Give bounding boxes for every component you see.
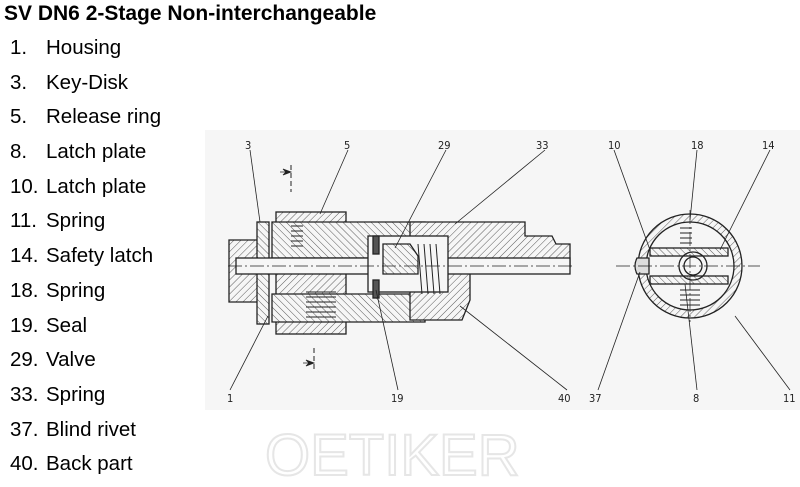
part-label: Latch plate bbox=[46, 140, 147, 164]
list-item: 37. Blind rivet bbox=[10, 418, 161, 453]
part-number: 37. bbox=[10, 417, 39, 441]
end-section-view bbox=[616, 210, 760, 322]
part-label: Blind rivet bbox=[46, 417, 137, 441]
list-item: 40. Back part bbox=[10, 452, 161, 487]
part-number: 29. bbox=[10, 348, 39, 372]
part-number: 10. bbox=[10, 174, 39, 198]
callout-label: 14 bbox=[762, 139, 775, 152]
part-number: 1. bbox=[10, 36, 28, 59]
part-number: 5. bbox=[10, 105, 28, 129]
part-label: Valve bbox=[46, 348, 96, 372]
list-item: 1. Housing bbox=[10, 36, 161, 71]
list-item: 19. Seal bbox=[10, 314, 161, 349]
callout-label: 10 bbox=[608, 139, 621, 152]
part-label: Release ring bbox=[46, 105, 162, 129]
part-number: 3. bbox=[10, 70, 28, 94]
list-item: 5. Release ring bbox=[10, 105, 161, 140]
list-item: 18. Spring bbox=[10, 279, 161, 314]
part-label: Seal bbox=[46, 313, 88, 337]
part-number: 33. bbox=[10, 382, 39, 406]
part-number: 18. bbox=[10, 278, 39, 302]
part-label: Back part bbox=[46, 452, 133, 476]
list-item: 11. Spring bbox=[10, 209, 161, 244]
part-number: 8. bbox=[10, 140, 28, 164]
list-item: 3. Key-Disk bbox=[10, 71, 161, 106]
side-section-view bbox=[228, 211, 571, 335]
callout-label: 5 bbox=[344, 139, 350, 152]
leader-lines bbox=[229, 149, 791, 391]
parts-list: 1. Housing 3. Key-Disk 5. Release ring 8. La… bbox=[10, 36, 161, 487]
part-number: 19. bbox=[10, 313, 39, 337]
callout-label: 37 bbox=[589, 392, 602, 405]
list-item: 14. Safety latch bbox=[10, 244, 161, 279]
part-label: Spring bbox=[46, 382, 106, 406]
part-label: Spring bbox=[46, 209, 106, 233]
callout-label: 1 bbox=[227, 392, 233, 405]
section-arrow-icon bbox=[280, 165, 316, 370]
list-item: 10. Latch plate bbox=[10, 175, 161, 210]
part-number: 11. bbox=[10, 209, 37, 233]
page-title: SV DN6 2-Stage Non-interchangeable bbox=[4, 2, 377, 25]
callout-label: 18 bbox=[691, 139, 704, 152]
part-label: Housing bbox=[46, 36, 122, 59]
callout-label: 40 bbox=[558, 392, 571, 405]
list-item: 29. Valve bbox=[10, 348, 161, 383]
part-label: Spring bbox=[46, 278, 106, 302]
callout-label: 19 bbox=[391, 392, 404, 405]
part-number: 14. bbox=[10, 244, 39, 268]
callout-label: 8 bbox=[693, 392, 699, 405]
part-label: Latch plate bbox=[46, 174, 147, 198]
oetiker-watermark: OETIKER bbox=[265, 423, 520, 481]
part-number: 40. bbox=[10, 452, 39, 476]
part-label: Key-Disk bbox=[46, 70, 129, 94]
part-label: Safety latch bbox=[46, 244, 154, 268]
list-item: 33. Spring bbox=[10, 383, 161, 418]
callout-label: 33 bbox=[536, 139, 549, 152]
callout-label: 29 bbox=[438, 139, 451, 152]
list-item: 8. Latch plate bbox=[10, 140, 161, 175]
callout-label: 3 bbox=[245, 139, 251, 152]
callout-label: 11 bbox=[783, 392, 796, 405]
